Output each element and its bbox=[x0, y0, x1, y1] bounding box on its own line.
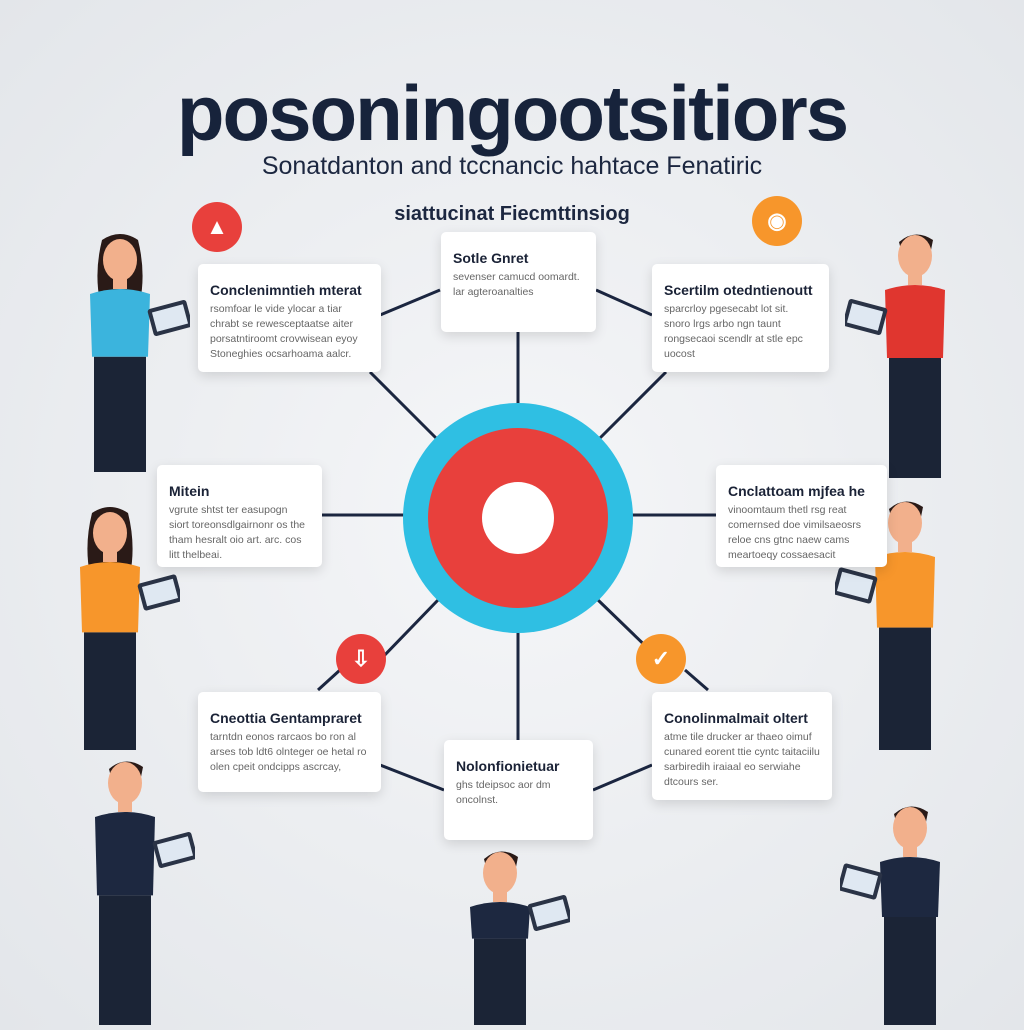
card-body: vinoomtaum thetl rsg reat comernsed doe … bbox=[728, 504, 862, 561]
card-2: Sotle Gnret sevenser camucd oomardt. lar … bbox=[441, 232, 596, 332]
card-title: Cnclattoam mjfea he bbox=[728, 483, 865, 499]
tagline: siattucinat Fiecmttinsiog bbox=[394, 203, 630, 225]
card-body: rsomfoar le vide ylocar a tiar chrabt se… bbox=[210, 303, 358, 360]
card-title: Scertilm otedntienoutt bbox=[664, 282, 813, 298]
card-8: Conolinmalmait oltert atme tile drucker a… bbox=[652, 692, 832, 800]
chart-icon: ✓ bbox=[636, 634, 686, 684]
image-icon: ▲ bbox=[192, 202, 242, 252]
card-3: Scertilm otedntienoutt sparcrloy pgesecab… bbox=[652, 264, 829, 372]
person-with-tablet bbox=[832, 495, 975, 755]
download-icon: ⇩ bbox=[336, 634, 386, 684]
card-title: Conclenimntieh mterat bbox=[210, 282, 362, 298]
card-title: Cneottia Gentampraret bbox=[210, 710, 362, 726]
card-body: tarntdn eonos rarcaos bo ron al arses to… bbox=[210, 731, 367, 773]
person-with-tablet bbox=[55, 755, 198, 1030]
person-with-tablet bbox=[837, 800, 980, 1030]
card-body: atme tile drucker ar thaeo oimuf cunared… bbox=[664, 731, 820, 788]
card-body: sparcrloy pgesecabt lot sit. snoro lrgs … bbox=[664, 303, 803, 360]
card-body: sevenser camucd oomardt. lar agteroanalt… bbox=[453, 271, 580, 298]
page-title: posoningootsitiors bbox=[176, 69, 849, 157]
card-6: Cneottia Gentampraret tarntdn eonos rarca… bbox=[198, 692, 381, 792]
card-title: Conolinmalmait oltert bbox=[664, 710, 808, 726]
wifi-icon: ◉ bbox=[752, 196, 802, 246]
card-title: Nolonfionietuar bbox=[456, 758, 560, 774]
person-with-tablet bbox=[40, 505, 183, 755]
card-body: vgrute shtst ter easupogn siort toreonsd… bbox=[169, 504, 305, 561]
central-target-icon bbox=[403, 403, 633, 633]
subtitle: Sonatdanton and tccnancic hahtace Fenati… bbox=[261, 152, 763, 180]
card-5: Cnclattoam mjfea he vinoomtaum thetl rsg … bbox=[716, 465, 887, 567]
card-title: Mitein bbox=[169, 483, 210, 499]
card-1: Conclenimntieh mterat rsomfoar le vide yl… bbox=[198, 264, 381, 372]
card-body: ghs tdeipsoc aor dm oncolnst. bbox=[456, 779, 551, 806]
person-with-tablet bbox=[842, 228, 985, 483]
card-4: Mitein vgrute shtst ter easupogn siort to… bbox=[157, 465, 322, 567]
card-7: Nolonfionietuar ghs tdeipsoc aor dm oncol… bbox=[444, 740, 593, 840]
person-with-tablet bbox=[50, 232, 193, 477]
person-with-tablet bbox=[430, 845, 573, 1030]
card-title: Sotle Gnret bbox=[453, 250, 529, 266]
